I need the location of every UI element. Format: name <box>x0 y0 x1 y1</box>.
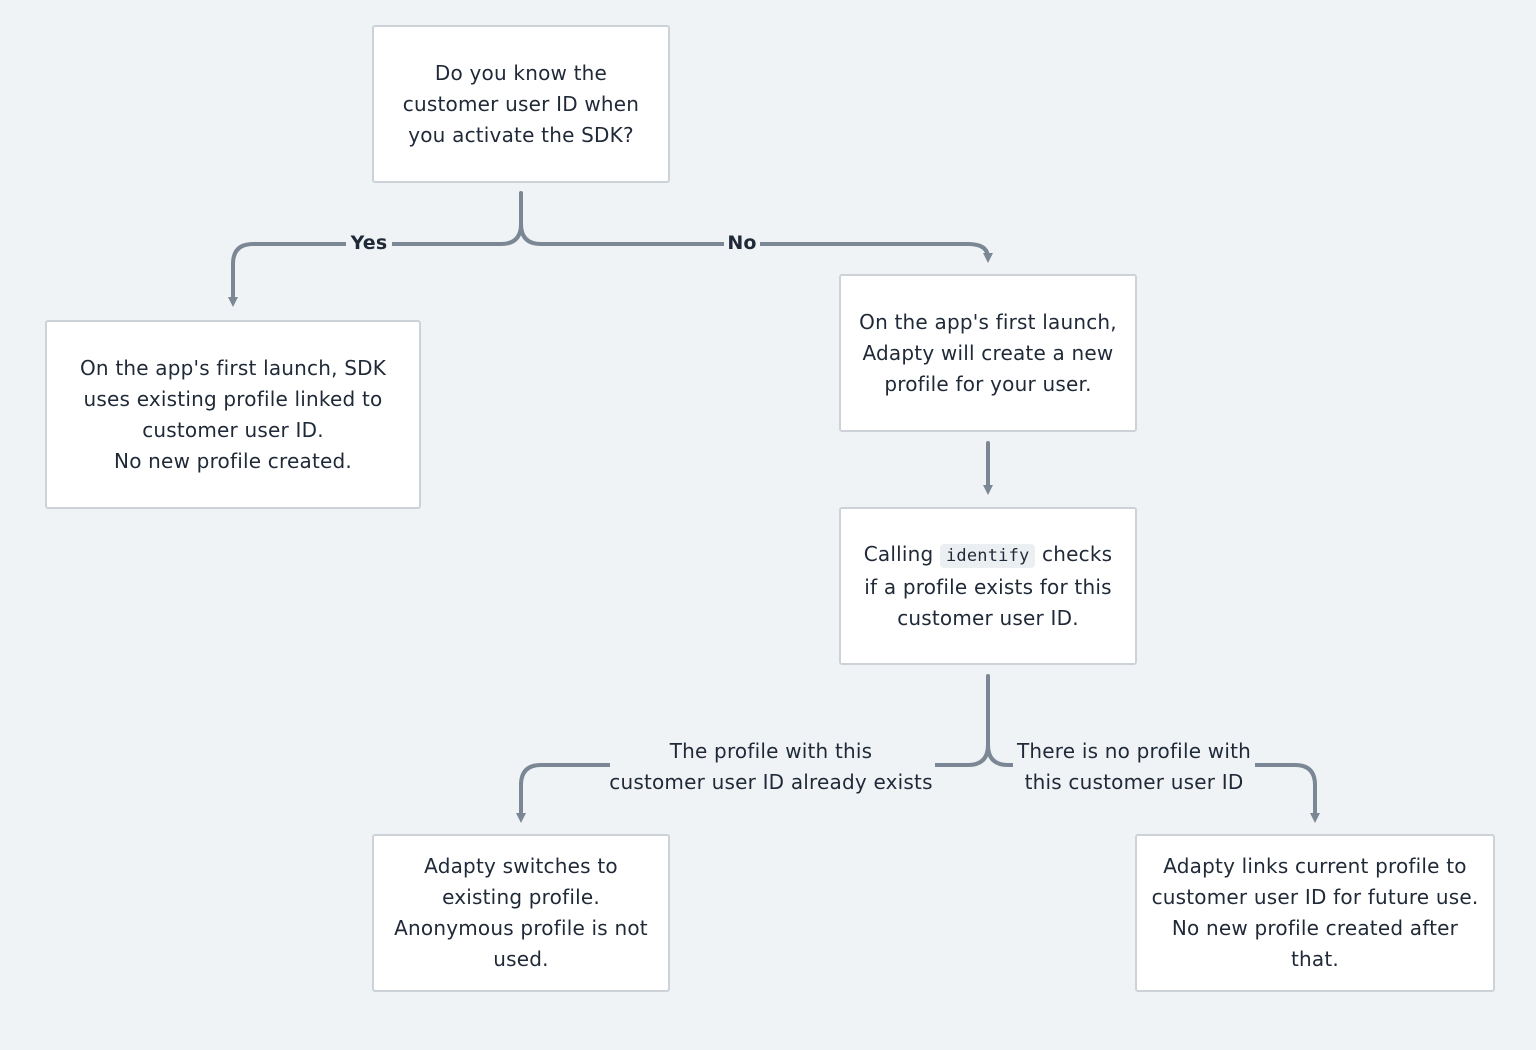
exists-label-mask <box>610 752 935 782</box>
not-exists-result-line4: that. <box>1291 947 1339 971</box>
identify-line1-before: Calling <box>863 541 934 566</box>
question-line2: customer user ID when <box>402 91 640 116</box>
exists-result-line2: existing profile. <box>442 885 600 909</box>
not-exists-edge-label-line2: this customer user ID <box>1024 770 1244 794</box>
question-line1: Do you know the <box>434 60 608 85</box>
exists-result-line3: Anonymous profile is not <box>394 916 648 940</box>
identify-line1-after: checks <box>1042 541 1113 566</box>
no-result-node: On the app's first launch, Adapty will c… <box>839 274 1137 432</box>
identify-node: Calling identify checks if a profile exi… <box>839 507 1137 665</box>
not-exists-result-line3: No new profile created after <box>1171 916 1459 940</box>
yes-result-node: On the app's first launch, SDK uses exis… <box>45 320 421 509</box>
identify-line3: customer user ID. <box>897 605 1079 630</box>
question-node: Do you know the customer user ID when yo… <box>372 25 670 183</box>
exists-result-line1: Adapty switches to <box>424 854 618 878</box>
yes-label-mask <box>346 230 392 258</box>
yes-result-line2: uses existing profile linked to <box>83 386 383 411</box>
identify-code: identify <box>940 543 1036 568</box>
exists-result-node: Adapty switches to existing profile. Ano… <box>372 834 670 992</box>
not-exists-result-line2: customer user ID for future use. <box>1151 885 1479 909</box>
not-exists-edge-label-line1: There is no profile with <box>1016 739 1251 763</box>
no-label-mask <box>724 230 760 258</box>
no-edge-label: No <box>727 232 757 254</box>
no-result-line2: Adapty will create a new <box>862 340 1114 365</box>
no-result-line1: On the app's first launch, <box>859 309 1117 334</box>
exists-edge-label-line2: customer user ID already exists <box>609 770 933 794</box>
identify-line2: if a profile exists for this <box>864 574 1112 599</box>
exists-result-line4: used. <box>493 947 549 971</box>
exists-edge-label-line1: The profile with this <box>669 739 873 763</box>
yes-result-line1: On the app's first launch, SDK <box>79 355 387 380</box>
not-exists-label-mask <box>1013 752 1255 782</box>
not-exists-result-node: Adapty links current profile to customer… <box>1135 834 1495 992</box>
question-line3: you activate the SDK? <box>408 122 634 147</box>
yes-result-line4: No new profile created. <box>114 448 352 473</box>
exists-edge-label: The profile with this customer user ID a… <box>605 736 937 798</box>
edge-identify-not-exists <box>986 743 1320 823</box>
not-exists-edge-label: There is no profile with this customer u… <box>1010 736 1258 798</box>
yes-edge-label: Yes <box>350 232 388 254</box>
yes-result-line3: customer user ID. <box>142 417 324 442</box>
not-exists-result-line1: Adapty links current profile to <box>1163 854 1467 878</box>
no-result-line3: profile for your user. <box>884 371 1092 396</box>
